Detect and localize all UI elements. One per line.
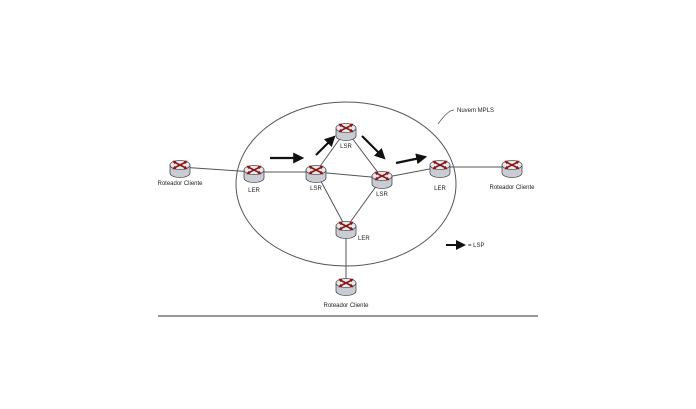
router-icon	[335, 278, 357, 296]
network-links	[179, 129, 512, 285]
router-icon	[169, 160, 191, 178]
router-icon	[335, 123, 357, 141]
router-client-left: Roteador Cliente	[157, 160, 203, 187]
lsp-path-arrows	[270, 135, 428, 165]
router-ler-left: LER	[243, 165, 265, 194]
router-icon	[305, 165, 327, 183]
router-icon	[501, 160, 523, 178]
lsp-arrow-4	[395, 153, 428, 165]
router-icon	[243, 165, 265, 183]
lsp-arrow-2	[315, 135, 336, 156]
router-label: Roteador Cliente	[489, 185, 535, 191]
cloud-label: Nuvem MPLS	[457, 108, 494, 114]
router-client-bottom: Roteador Cliente	[323, 278, 369, 309]
router-icon	[429, 160, 451, 178]
link-lsr-lsr-mid	[315, 171, 383, 179]
router-label: LSR	[376, 192, 388, 198]
lsp-arrow-3	[361, 135, 386, 160]
router-lsr-left: LSR	[305, 165, 327, 192]
router-label: LER	[358, 236, 370, 242]
router-ler-right: LER	[429, 160, 451, 192]
router-label: Roteador Cliente	[323, 303, 369, 309]
router-lsr-mid: LSR	[371, 171, 393, 198]
router-label: LER	[434, 186, 446, 192]
router-label: LSR	[310, 186, 322, 192]
router-label: Roteador Cliente	[157, 181, 203, 187]
router-client-right: Roteador Cliente	[489, 160, 535, 191]
router-label: LSR	[340, 144, 352, 150]
routers: Roteador Cliente LER LSR LSR LSR LER Rot…	[157, 123, 535, 309]
legend-label: = LSP	[468, 243, 485, 249]
cloud-label-leader	[437, 109, 455, 125]
router-icon	[335, 221, 357, 239]
link-client-left-ler	[179, 166, 255, 173]
router-lsr-top: LSR	[335, 123, 357, 150]
router-ler-bottom: LER	[335, 221, 370, 242]
legend: = LSP	[446, 240, 485, 250]
router-icon	[371, 171, 393, 189]
router-label: LER	[248, 188, 260, 194]
